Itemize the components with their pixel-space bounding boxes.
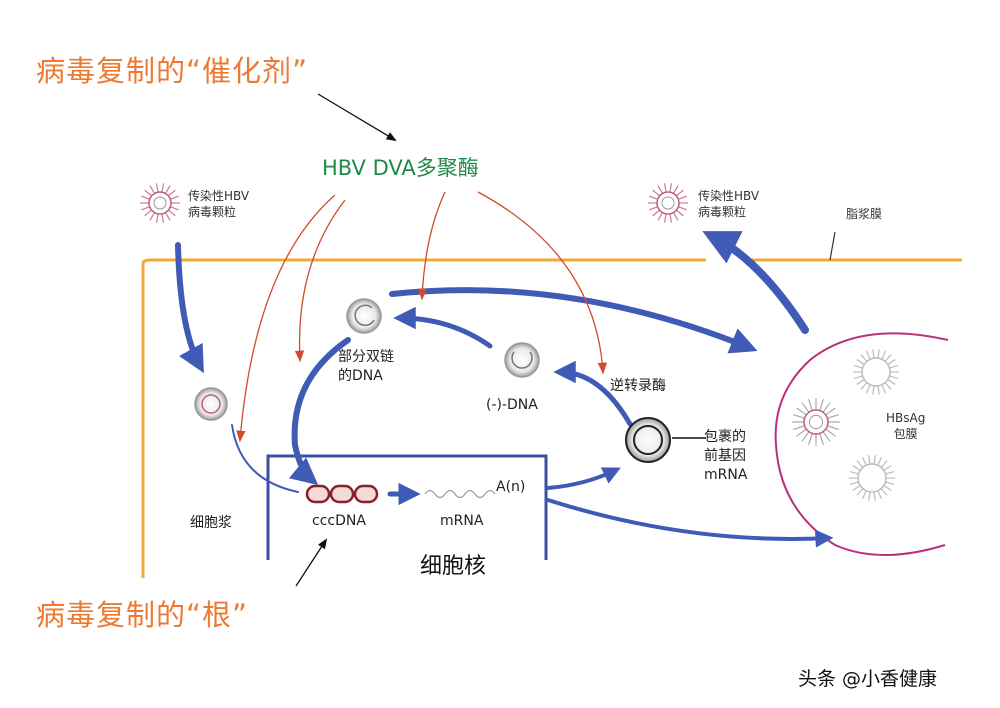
capsid-cytoplasm [194, 387, 228, 421]
partial-dsdna-label: 部分双链的DNA [338, 349, 394, 384]
catalyst-title: 病毒复制的“催化剂” [36, 54, 309, 88]
nucleus-border [266, 454, 548, 560]
virion-released [648, 183, 688, 223]
cccdna-label: cccDNA [312, 513, 366, 529]
virion-entering [140, 183, 180, 223]
enzyme-arrow-cytoplasm [236, 194, 336, 443]
minus-to-partial-arrow [393, 306, 493, 349]
rna-to-capsid-arrow [546, 467, 621, 490]
entry-arrow [175, 242, 204, 374]
cccdna-loops [305, 484, 379, 504]
enzyme-arrow-rt [477, 191, 608, 375]
catalyst-pointer [317, 93, 397, 142]
membrane-label: 脂浆膜 [846, 207, 883, 221]
root-pointer [295, 538, 328, 587]
to-nucleus-arrow [231, 424, 299, 493]
pathway-arrows [175, 231, 834, 548]
release-arrow [702, 231, 809, 334]
cell-membrane [141, 258, 962, 578]
rna-to-envelope-arrow [546, 498, 834, 548]
poly-a-label: A(n) [496, 479, 526, 495]
reverse-transcriptase-label: 逆转录酶 [610, 378, 666, 394]
partial-to-envelope-arrow [389, 287, 758, 354]
capsid-partial-dsdna [346, 298, 382, 334]
recycle-arrow [288, 337, 351, 486]
root-title: 病毒复制的“根” [36, 598, 249, 632]
virion-envelope-1 [792, 398, 840, 446]
enzyme-arrow-partial [417, 191, 446, 301]
enzyme-arrow-cccdna [294, 199, 346, 363]
minus-dna-label: (-)-DNA [486, 397, 538, 413]
nucleus-label: 细胞核 [420, 554, 487, 579]
virion-particles [140, 183, 899, 501]
mrna-label: mRNA [440, 513, 484, 529]
capsids [194, 298, 671, 463]
virion-envelope-2 [853, 349, 899, 395]
membrane-pointer [829, 231, 836, 261]
mrna-wave [424, 489, 496, 499]
enzyme-arrows [236, 191, 608, 443]
watermark: 头条 @小香健康 [798, 668, 938, 690]
envelope-vesicle [774, 332, 949, 556]
virion-envelope-3 [849, 455, 895, 501]
capsid-pregenomic-rna [625, 417, 671, 463]
capsid-minus-dna [504, 342, 540, 378]
rt-arrow [553, 360, 633, 427]
cytoplasm-label: 细胞浆 [190, 515, 232, 531]
polymerase-label: HBV DVA多聚酶 [322, 156, 479, 180]
